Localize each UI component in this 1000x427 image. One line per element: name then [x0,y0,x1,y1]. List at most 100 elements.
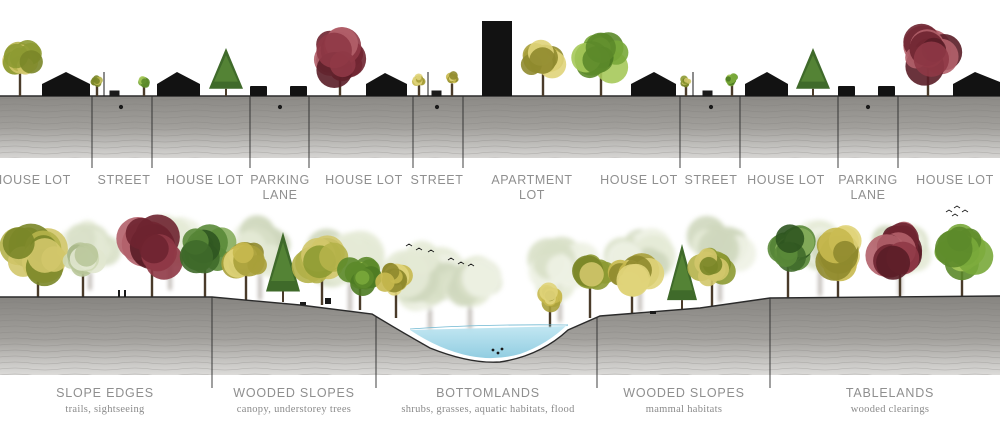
urban-zone-label-line1: APARTMENT [491,173,573,187]
house-5 [745,72,788,96]
ravine-tree-canopy [0,223,68,287]
urban-tree [445,71,459,96]
ravine-zone-subtitle: shrubs, grasses, aquatic habitats, flood [401,404,575,415]
urban-zone-label-line1: PARKING [838,173,898,187]
pipe-1 [118,104,124,110]
urban-tree [411,73,426,96]
pipe-2 [277,104,283,110]
urban-tree [903,23,963,96]
ravine-tree [815,225,862,297]
person-1 [118,290,120,297]
ravine-tree-canopy [934,223,994,281]
urban-tree-canopy [725,73,738,87]
ravine-tree [179,224,237,297]
ravine-tree [291,235,349,305]
pipe-5 [865,104,871,110]
ravine-zone-label: BOTTOMLANDS shrubs, grasses, aquatic habi… [401,386,574,417]
ravine-water [410,324,568,359]
ravine-tree-canopy [179,224,237,274]
ravine-zone-title: WOODED SLOPES [233,386,355,400]
urban-tree-canopy [2,39,43,75]
urban-zone-label-line1: STREET [410,173,464,187]
ravine-trees [0,214,994,328]
urban-zone-label: HOUSE LOT [166,173,244,188]
urban-tree-canopy [903,23,963,86]
ravine-tree-canopy [865,221,923,280]
fish-3 [500,347,504,351]
ravine-zone-title: SLOPE EDGES [56,386,154,400]
ravine-tree [266,232,300,302]
ravine-tree-canopy [607,253,665,297]
ravine-tree-canopy [291,235,349,284]
house-1 [42,72,90,96]
urban-zone-label-line1: HOUSE LOT [166,173,244,187]
animal-2 [650,311,656,314]
deer [325,298,331,304]
ravine-zone-label: SLOPE EDGES trails, sightseeing [56,386,154,417]
urban-tree-canopy [90,75,103,87]
house-2 [157,72,200,96]
pipe-4 [708,104,714,110]
ravine-tree [865,221,923,297]
urban-buildings [42,21,1000,96]
urban-zone-label: HOUSE LOT [747,173,825,188]
background-tree [438,255,503,330]
urban-zone-label-line1: HOUSE LOT [325,173,403,187]
urban-zone-label-line1: HOUSE LOT [747,173,825,187]
ravine-tree [607,253,665,314]
urban-tree [209,48,243,96]
car-3 [838,86,855,96]
urban-tree-canopy [680,75,692,88]
street-details [103,72,871,110]
ravine-tree [767,224,816,298]
urban-zone-label: HOUSE LOT [600,173,678,188]
ravine-tree [667,244,697,310]
urban-section [0,21,1000,168]
ravine-section [0,205,1000,388]
urban-zone-label-line1: HOUSE LOT [600,173,678,187]
ravine-zone-title: WOODED SLOPES [623,386,745,400]
car-street-2 [431,90,442,97]
urban-zone-label-line2: LOT [518,188,546,202]
urban-zone-label: HOUSE LOT [916,173,994,188]
urban-zone-label-line1: STREET [684,173,738,187]
ravine-tree [537,282,563,328]
water-surface [409,324,569,330]
house-6 [953,72,1000,96]
ravine-tree [0,223,68,297]
fish-2 [496,351,500,355]
ravine-tree [221,241,267,300]
urban-zone-label: HOUSE LOT [0,173,71,188]
urban-zone-label: HOUSE LOT [325,173,403,188]
urban-tree-canopy [138,76,150,88]
urban-tree [680,75,692,96]
ravine-tree-canopy [572,254,617,290]
birds-flock-2 [945,205,969,217]
ravine-zone-subtitle: trails, sightseeing [65,404,145,415]
urban-zone-label-line1: STREET [97,173,151,187]
ravine-tree [934,223,994,297]
house-4 [631,72,676,96]
urban-zone-label-line2: LANE [262,188,298,202]
urban-zone-label-line1: HOUSE LOT [0,173,71,187]
ravine-zone-title: BOTTOMLANDS [436,386,540,400]
urban-tree [90,75,103,96]
urban-tree [571,32,629,96]
urban-zone-label: STREET [685,173,738,188]
urban-tree [520,39,567,96]
person-2 [124,290,126,297]
ravine-tree-canopy [537,282,563,313]
ravine-tree [337,256,382,310]
ravine-tree-canopy [62,242,107,277]
ravine-tree-canopy [767,224,816,272]
ravine-zone-label: WOODED SLOPES mammal habitats [623,386,745,417]
urban-tree-canopy [520,39,567,79]
ravine-zone-subtitle: mammal habitats [645,404,723,415]
car-1 [250,86,267,96]
ravine-zone-dividers [211,297,771,388]
urban-tree-canopy [313,27,367,88]
